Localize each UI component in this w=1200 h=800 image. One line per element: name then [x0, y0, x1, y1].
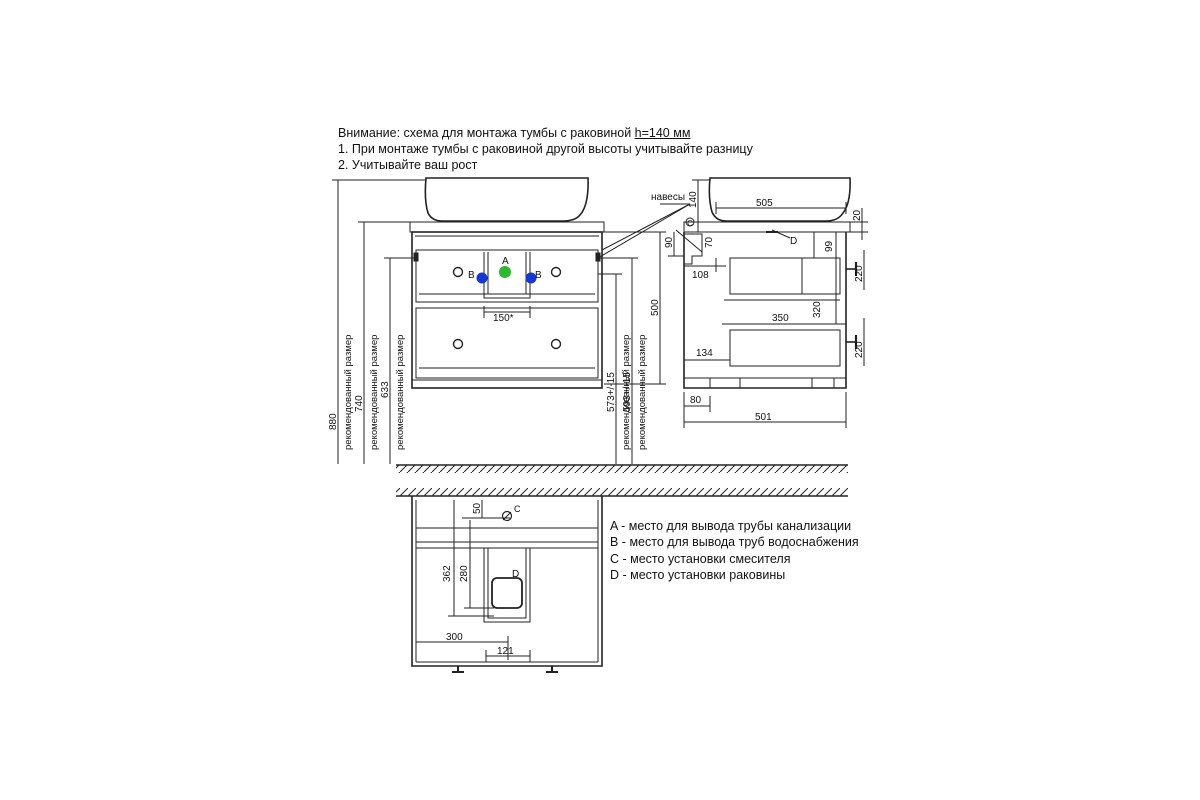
rec-label-740: рекомендованный размер	[369, 335, 380, 450]
legend-c: C - место установки смесителя	[610, 551, 791, 566]
dim-573: 573+/-15	[606, 372, 617, 412]
dim-90: 90	[664, 236, 675, 248]
top-label-c: C	[514, 504, 521, 514]
legend-a: A - место для вывода трубы канализации	[610, 519, 852, 533]
basin-front	[424, 177, 589, 222]
dim-121: 121	[497, 646, 514, 657]
dim-500: 500	[650, 299, 661, 316]
dim-300: 300	[446, 632, 463, 643]
label-b-left: B	[468, 270, 475, 281]
dim-108: 108	[692, 270, 709, 281]
warning-note: Внимание: схема для монтажа тумбы с рако…	[338, 125, 690, 141]
dim-70: 70	[704, 236, 715, 248]
lower-drawer	[415, 307, 599, 379]
dim-593: 593+/-15	[622, 372, 633, 412]
top-view	[396, 488, 848, 673]
cabinet-front	[411, 231, 603, 389]
side-label-d: D	[790, 236, 797, 247]
dim-134: 134	[696, 348, 713, 359]
basin-side	[708, 177, 851, 222]
legend-d: D - место установки раковины	[610, 567, 786, 582]
upper-drawer	[415, 249, 599, 303]
side-label-c: C	[687, 219, 693, 228]
dim-80: 80	[690, 395, 702, 406]
rec-label-593: рекомендованный размер	[637, 335, 648, 450]
warning-text: Внимание: схема для монтажа тумбы с рако…	[338, 126, 635, 140]
warning-height: h=140 мм	[634, 126, 691, 140]
point-a	[499, 266, 511, 278]
label-b-right: B	[535, 270, 542, 281]
dim-140: 140	[688, 191, 699, 208]
countertop-front	[409, 221, 605, 233]
dim-350: 350	[772, 313, 789, 324]
dim-150: 150*	[493, 313, 514, 324]
dim-633: 633	[380, 381, 391, 398]
dim-362: 362	[442, 565, 453, 582]
dim-501: 501	[755, 412, 772, 423]
legend: A - место для вывода трубы канализации B…	[610, 518, 859, 583]
dim-20: 20	[852, 209, 863, 221]
hinges-label: навесы	[651, 192, 685, 203]
dim-220-bottom: 220	[854, 341, 865, 358]
point-b-left	[476, 272, 488, 284]
dim-320: 320	[812, 301, 823, 318]
label-a: A	[502, 256, 509, 267]
dim-740: 740	[354, 395, 365, 412]
floor-line	[396, 464, 848, 473]
legend-b: B - место для вывода труб водоснабжения	[610, 535, 859, 550]
dim-280: 280	[459, 565, 470, 582]
dim-220-top: 220	[854, 265, 865, 282]
dim-505: 505	[756, 198, 773, 209]
dim-50: 50	[472, 502, 483, 514]
rec-label-573: рекомендованный размер	[621, 335, 632, 450]
rec-label-633: рекомендованный размер	[395, 335, 406, 450]
side-view	[668, 177, 868, 428]
dim-99: 99	[824, 240, 835, 252]
point-b-right	[525, 272, 537, 284]
note-line-2: 2. Учитывайте ваш рост	[338, 158, 478, 172]
top-label-d: D	[512, 569, 519, 580]
note-line-1: 1. При монтаже тумбы с раковиной другой …	[338, 142, 753, 156]
dim-880: 880	[328, 413, 339, 430]
rec-label-880: рекомендованный размер	[343, 335, 354, 450]
